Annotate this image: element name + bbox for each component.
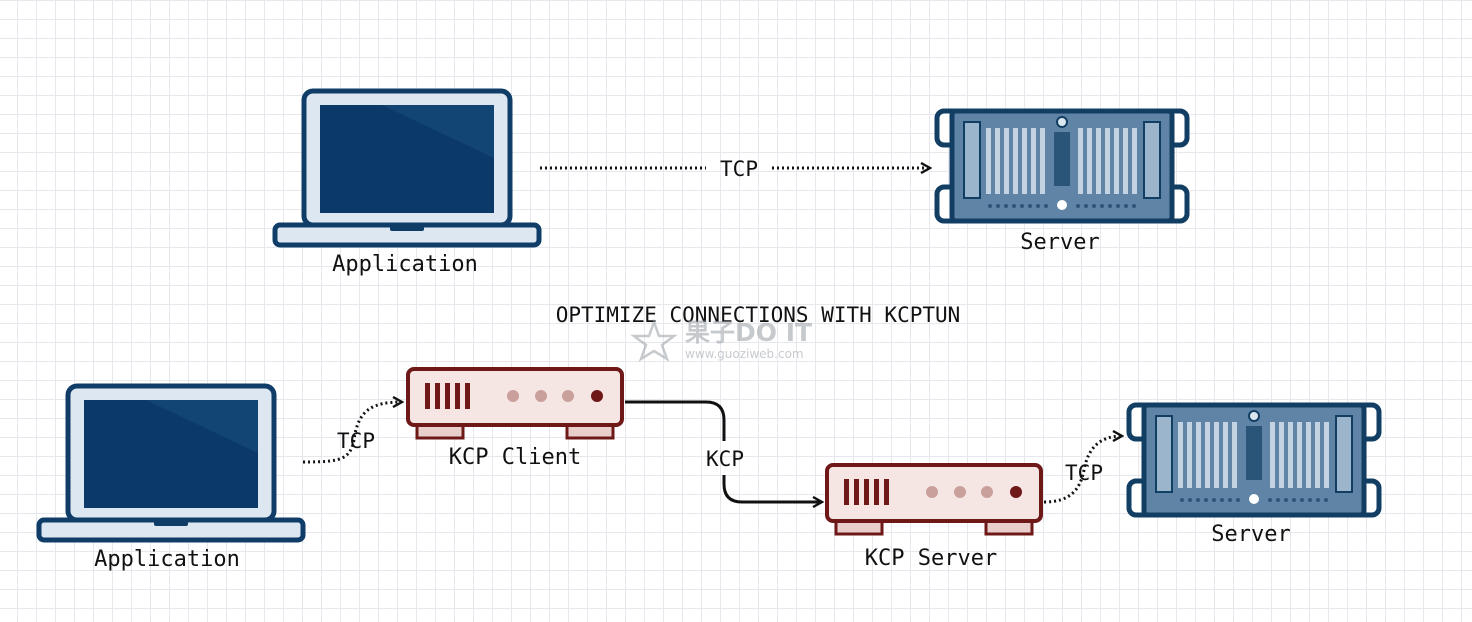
kcp-line-upper — [625, 400, 726, 441]
bottom-application-label: Application — [94, 547, 240, 572]
kcp-client-router-icon — [406, 367, 624, 440]
server-icon — [937, 111, 1187, 221]
kcp-client-label: KCP Client — [449, 445, 581, 470]
kcp-server-to-server-tcp-arrow — [1043, 436, 1122, 504]
kcp-server-to-server-tcp-label: TCP — [1065, 461, 1103, 485]
kcp-arrow-lower — [722, 475, 822, 502]
app-to-client-tcp-label: TCP — [337, 429, 375, 453]
kcp-server-label: KCP Server — [865, 546, 997, 571]
top-server-label: Server — [1020, 230, 1099, 255]
kcp-link-label: KCP — [706, 447, 744, 471]
watermark: 果子DO IT www.guoziweb.com — [630, 318, 812, 362]
watermark-url: www.guoziweb.com — [685, 347, 804, 361]
laptop-icon — [39, 386, 303, 540]
top-application-label: Application — [332, 252, 478, 277]
kcp-server-router-icon — [825, 463, 1043, 536]
top-tcp-label: TCP — [720, 157, 758, 181]
watermark-brand: 果子DO IT — [685, 318, 812, 347]
bottom-server-label: Server — [1211, 522, 1290, 547]
server-icon — [1129, 405, 1379, 515]
diagram-title: OPTIMIZE CONNECTIONS WITH KCPTUN — [556, 303, 961, 327]
app-to-client-tcp-arrow — [302, 402, 402, 464]
laptop-icon — [275, 91, 539, 245]
star-logo-icon — [630, 318, 678, 362]
